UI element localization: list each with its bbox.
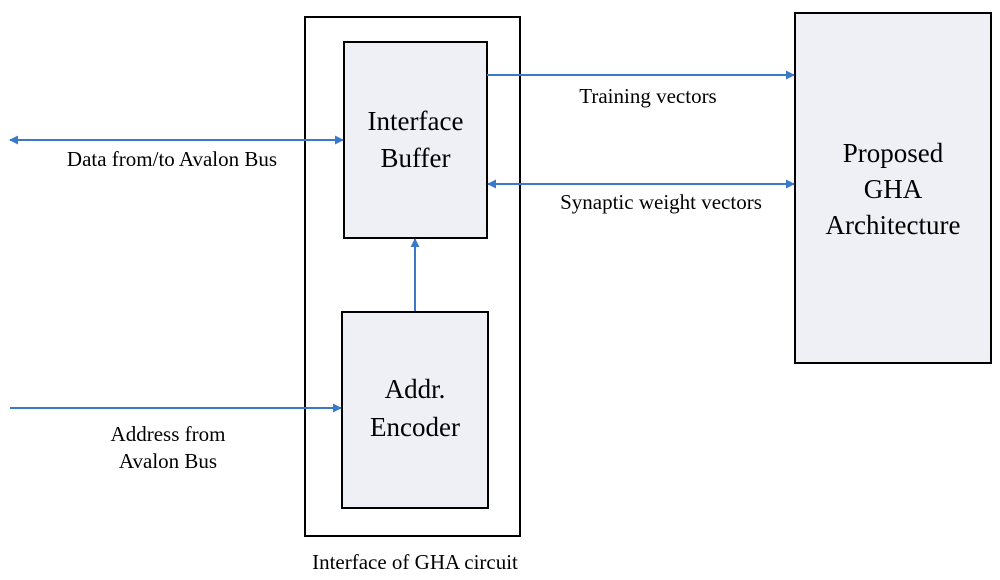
addr-encoder-label-line1: Addr. [385, 374, 446, 404]
training-vectors-label: Training vectors [579, 84, 716, 108]
address-bus-label-line2: Avalon Bus [119, 449, 217, 473]
gha-architecture-label-line3: Architecture [826, 210, 961, 240]
interface-buffer-block: Interface Buffer [343, 41, 488, 239]
addr-encoder-label-line2: Encoder [370, 412, 460, 442]
addr-encoder-block: Addr. Encoder [341, 311, 489, 509]
address-bus-label-line1: Address from [111, 422, 226, 446]
gha-architecture-block: Proposed GHA Architecture [794, 12, 992, 364]
data-bus-label: Data from/to Avalon Bus [67, 147, 277, 171]
interface-container [304, 16, 521, 537]
interface-buffer-label-line2: Buffer [381, 143, 451, 173]
gha-architecture-label-line1: Proposed [843, 138, 944, 168]
interface-buffer-label-line1: Interface [368, 106, 464, 136]
interface-container-label: Interface of GHA circuit [312, 550, 518, 574]
synaptic-weight-label: Synaptic weight vectors [560, 190, 762, 214]
gha-architecture-label-line2: GHA [864, 174, 923, 204]
